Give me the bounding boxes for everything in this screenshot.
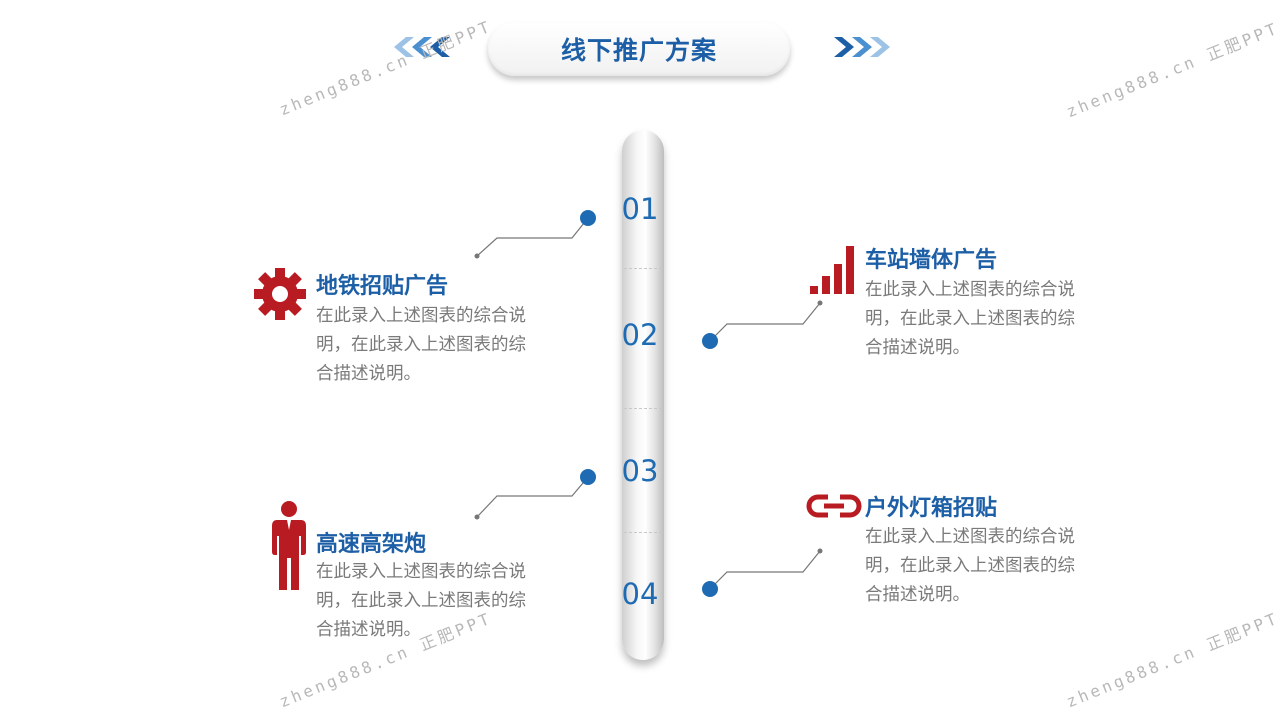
step-number-01: 01 [621,192,659,226]
item-description-station: 在此录入上述图表的综合说明，在此录入上述图表的综合描述说明。 [865,280,1075,358]
right-chevrons-icon [834,37,890,57]
link-icon [806,494,862,518]
step-number-04: 04 [621,577,659,611]
gear-icon [254,268,306,320]
item-heading-station: 车站墙体广告 [865,248,998,273]
item-heading-subway: 地铁招贴广告 [316,274,449,299]
step-number-03: 03 [621,454,659,488]
pillar-divider [624,268,662,269]
item-heading-highway: 高速高架炮 [316,532,427,557]
item-description-lightbox: 在此录入上述图表的综合说明，在此录入上述图表的综合描述说明。 [865,527,1075,605]
item-description-highway: 在此录入上述图表的综合说明，在此录入上述图表的综合描述说明。 [316,562,526,640]
item-heading-lightbox: 户外灯箱招贴 [865,496,998,521]
step-number-02: 02 [621,318,659,352]
person-icon [272,501,306,590]
timeline-pillar [622,130,664,660]
pillar-divider [624,532,662,533]
title-banner: 线下推广方案 [488,22,790,76]
item-description-subway: 在此录入上述图表的综合说明，在此录入上述图表的综合描述说明。 [316,306,526,384]
left-chevrons-icon [394,37,450,57]
page-title: 线下推广方案 [560,36,717,65]
pillar-divider [624,408,662,409]
bar-chart-icon [810,246,854,294]
